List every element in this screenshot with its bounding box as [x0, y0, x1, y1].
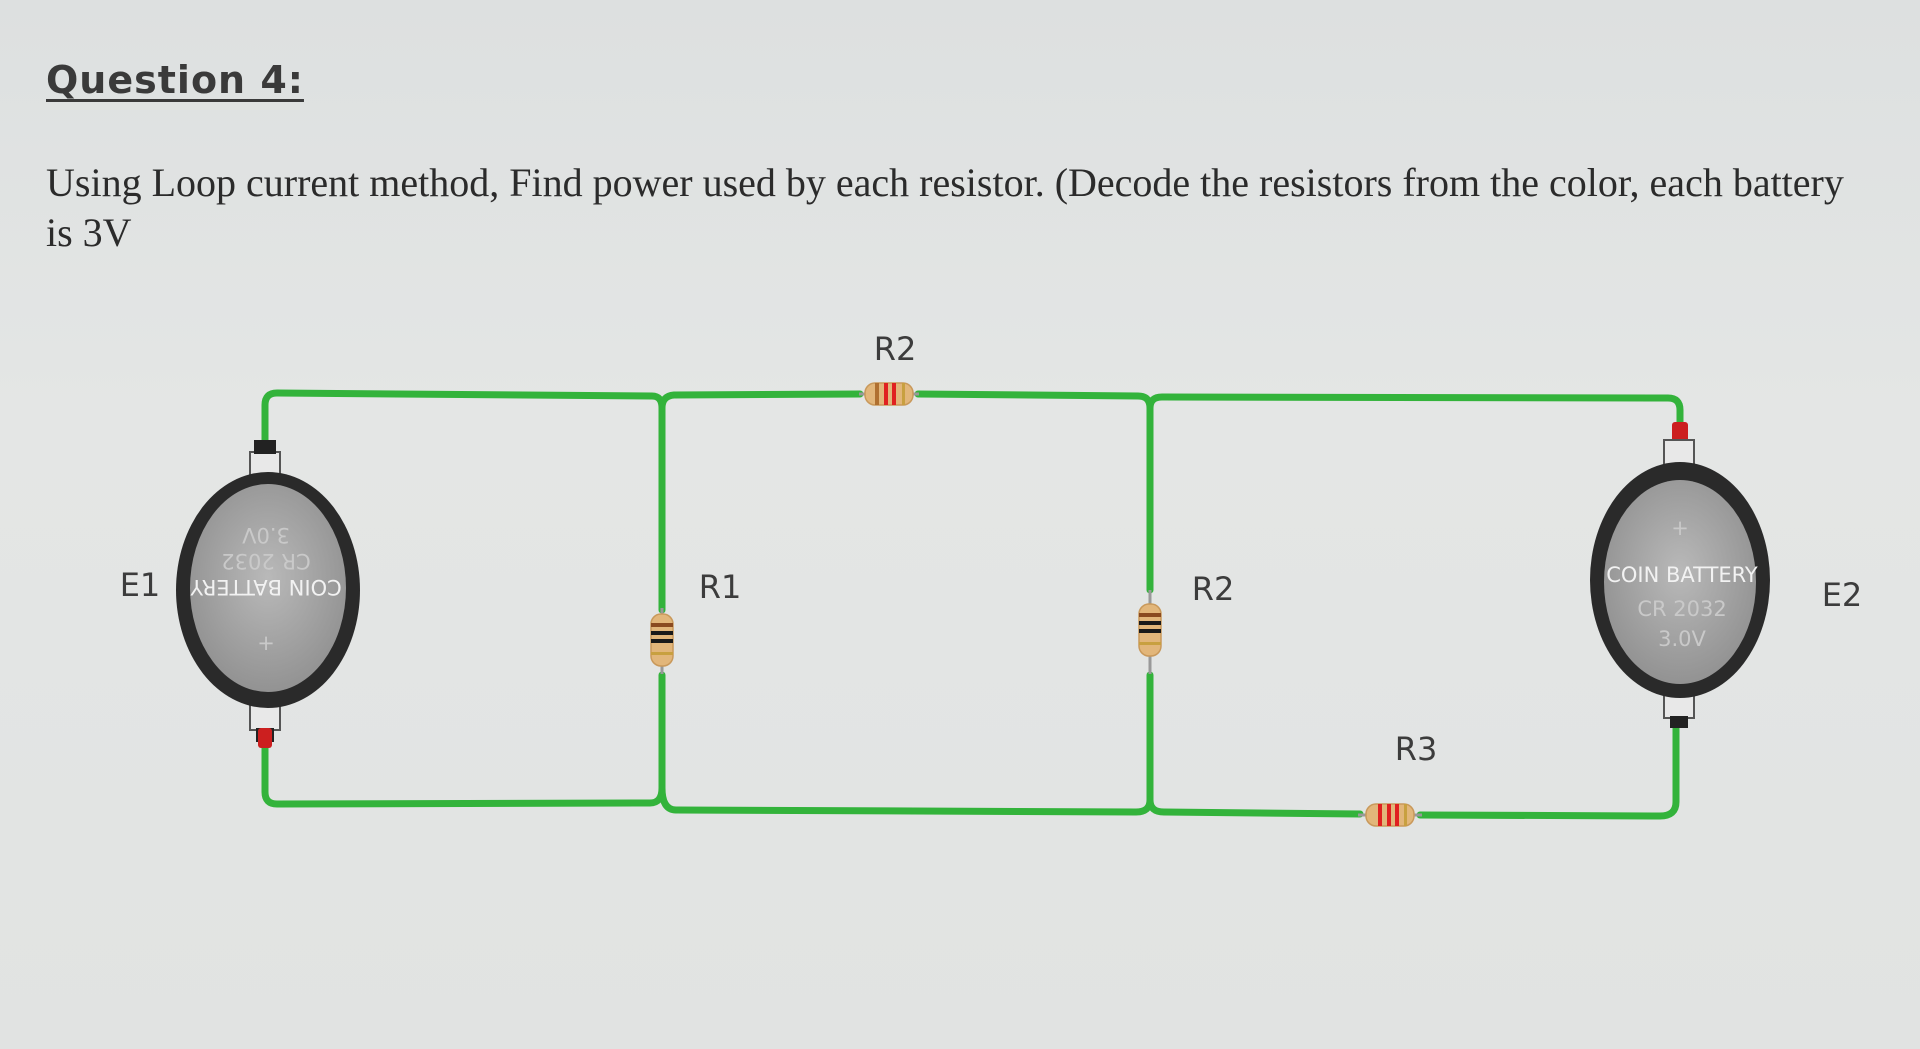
e2-battery-line2: CR 2032 — [1637, 597, 1726, 621]
e1-plus-sign: + — [257, 631, 275, 655]
wire-top-to-r2 — [658, 390, 864, 412]
label-r3: R3 — [1395, 730, 1438, 768]
wire-top-right — [1146, 393, 1684, 434]
label-r2-mid: R2 — [1192, 570, 1235, 608]
label-e2: E2 — [1822, 576, 1863, 614]
resistor-r3 — [1358, 803, 1422, 827]
wire-r1-bottom — [261, 671, 666, 808]
battery-e1: COIN BATTERY CR 2032 3.0V + — [176, 440, 360, 748]
e2-battery-line3: 3.0V — [1658, 627, 1706, 651]
label-e1: E1 — [120, 566, 161, 604]
battery-e2: + COIN BATTERY CR 2032 3.0V — [1590, 422, 1770, 728]
wire-bottom-mid — [658, 671, 1154, 816]
e2-plus-sign: + — [1671, 516, 1689, 540]
wire-r3-to-e2 — [1416, 718, 1680, 820]
resistor-r2-mid — [1138, 590, 1162, 674]
wire-r2-to-mid — [914, 390, 1154, 594]
label-r1: R1 — [699, 568, 742, 606]
label-r2-top: R2 — [874, 330, 917, 368]
wire-bottom-r3 — [1146, 796, 1364, 818]
e1-battery-line1: COIN BATTERY — [190, 575, 342, 599]
e1-battery-line3: 3.0V — [241, 523, 289, 547]
e2-battery-line1: COIN BATTERY — [1606, 563, 1758, 587]
question-text: Using Loop current method, Find power us… — [46, 160, 1844, 255]
resistor-r2-top — [859, 382, 919, 406]
resistor-r1 — [650, 608, 674, 674]
e1-battery-line2: CR 2032 — [221, 549, 310, 573]
question-title: Question 4: — [46, 58, 304, 102]
